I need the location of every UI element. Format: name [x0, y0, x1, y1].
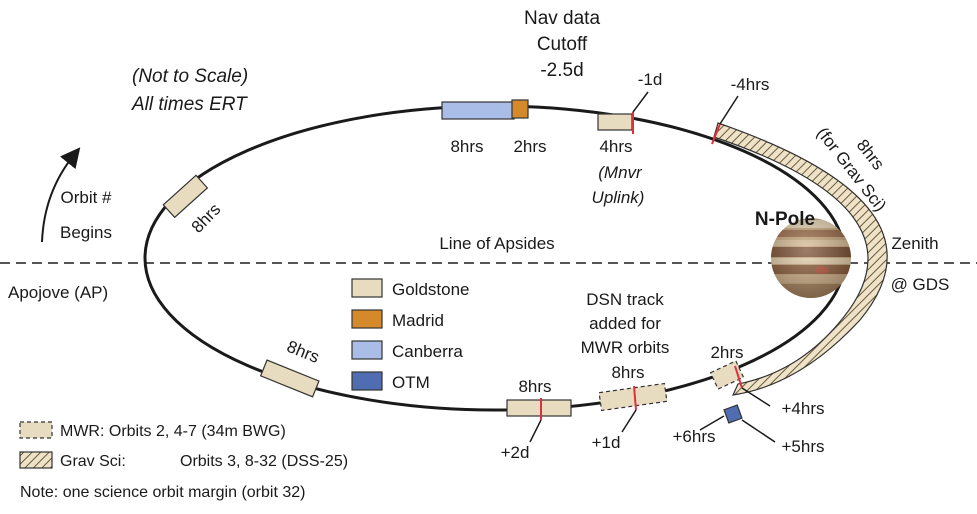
leader-plus-6hrs [699, 415, 725, 431]
label-left-8hrs: 8hrs [188, 200, 225, 237]
pass-mwr-8hrs [598, 382, 668, 412]
leader-plus-1d [621, 409, 637, 433]
legend-swatch-madrid [351, 309, 383, 329]
label-plus-5hrs: +5hrs [782, 437, 825, 456]
nav-cutoff-line3: -2.5d [540, 60, 583, 81]
nav-cutoff-line2: Cutoff [537, 34, 588, 55]
legend-label-goldstone: Goldstone [392, 280, 470, 299]
nav-cutoff-line1: Nav data [524, 8, 600, 29]
label-plus-6hrs: +6hrs [673, 427, 716, 446]
label-mnvr-line2: (Mnvr [598, 163, 643, 182]
legend-swatch-grav-sci [19, 451, 53, 469]
legend-label-madrid: Madrid [392, 311, 444, 330]
label-dsn-track-2: added for [589, 314, 661, 333]
legend-label-grav-sci: Grav Sci: [60, 453, 126, 470]
pass-goldstone-8hrs-bottom [506, 399, 572, 417]
legend-label-otm: OTM [392, 373, 430, 392]
pass-goldstone-8hrs-left [162, 174, 209, 219]
label-orbit-begins-2: Begins [60, 223, 112, 242]
label-plus-2d: +2d [501, 443, 530, 462]
legend-swatch-canberra [351, 340, 383, 360]
jupiter-planet [771, 218, 851, 298]
legend-swatch-mwr [19, 421, 53, 439]
label-near-2hrs: 2hrs [710, 343, 743, 362]
pass-goldstone-4hrs-mnvr [597, 113, 633, 131]
label-plus-4hrs: +4hrs [782, 399, 825, 418]
leader-minus-1d [632, 91, 649, 113]
label-orbit-begins-1: Orbit # [60, 188, 112, 207]
label-zenith: Zenith [891, 234, 938, 253]
legend-swatch-otm [351, 371, 383, 391]
grav-sci-arc [713, 122, 888, 396]
pass-goldstone-8hrs-lower-left [259, 359, 320, 398]
label-at-gds: @ GDS [891, 275, 950, 294]
legend-note: Note: one science orbit margin (orbit 32… [20, 484, 305, 501]
label-plus-1d: +1d [592, 433, 621, 452]
orbit-ellipse [143, 104, 847, 412]
label-minus-4hrs: -4hrs [731, 75, 770, 94]
label-minus-1d: -1d [638, 70, 663, 89]
pass-canberra-8hrs [441, 101, 515, 120]
label-mnvr-line3: Uplink) [592, 188, 645, 207]
label-mwr-8hrs: 8hrs [611, 363, 644, 382]
pass-otm [723, 404, 743, 424]
note-all-times: All times ERT [131, 94, 248, 115]
leader-plus-4hrs [741, 387, 771, 407]
legend-label-mwr: MWR: Orbits 2, 4-7 (34m BWG) [60, 423, 286, 440]
tick-minus-4hrs [711, 123, 721, 145]
label-n-pole: N-Pole [755, 209, 815, 230]
legend-swatch-goldstone [351, 278, 383, 298]
leader-plus-2d [529, 419, 542, 443]
label-line-of-apsides: Line of Apsides [439, 234, 554, 253]
orbit-begins-arrow [41, 147, 81, 243]
tick-plus-1d [633, 385, 637, 411]
label-dsn-track-1: DSN track [586, 290, 664, 309]
label-bottom-8hrs: 8hrs [518, 377, 551, 396]
leader-minus-4hrs [719, 95, 739, 125]
label-apojove: Apojove (AP) [8, 283, 108, 302]
note-not-to-scale: (Not to Scale) [132, 66, 248, 87]
label-grav-sci-group: 8hrs (for Grav Sci) [813, 124, 890, 215]
label-madrid-2hrs: 2hrs [513, 137, 546, 156]
leader-plus-5hrs [741, 419, 776, 443]
label-dsn-track-3: MWR orbits [581, 338, 670, 357]
pass-madrid-2hrs [511, 99, 529, 119]
tick-plus-4hrs [734, 365, 743, 389]
label-mnvr-line1: 4hrs [599, 137, 632, 156]
legend-label-grav-sci-orbits: Orbits 3, 8-32 (DSS-25) [180, 453, 348, 470]
label-lower-left-8hrs: 8hrs [284, 337, 322, 367]
label-canberra-8hrs: 8hrs [450, 137, 483, 156]
legend-label-canberra: Canberra [392, 342, 463, 361]
